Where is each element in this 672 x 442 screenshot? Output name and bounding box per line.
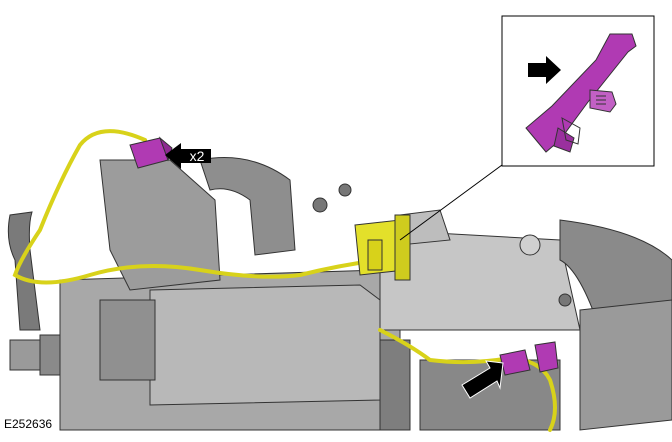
connector-right bbox=[499, 341, 559, 376]
connector-left bbox=[129, 136, 173, 169]
engine-block bbox=[7, 157, 672, 431]
connector-arrow bbox=[461, 360, 504, 399]
callout-arrow bbox=[165, 143, 211, 169]
detail-arrow-icon bbox=[528, 56, 561, 84]
callout-multiplier-label: x2 bbox=[189, 148, 205, 164]
figure-reference-code: E252636 bbox=[4, 417, 53, 431]
leader-line bbox=[399, 164, 503, 241]
sensor-bracket bbox=[354, 214, 411, 281]
detail-inset bbox=[501, 15, 655, 167]
